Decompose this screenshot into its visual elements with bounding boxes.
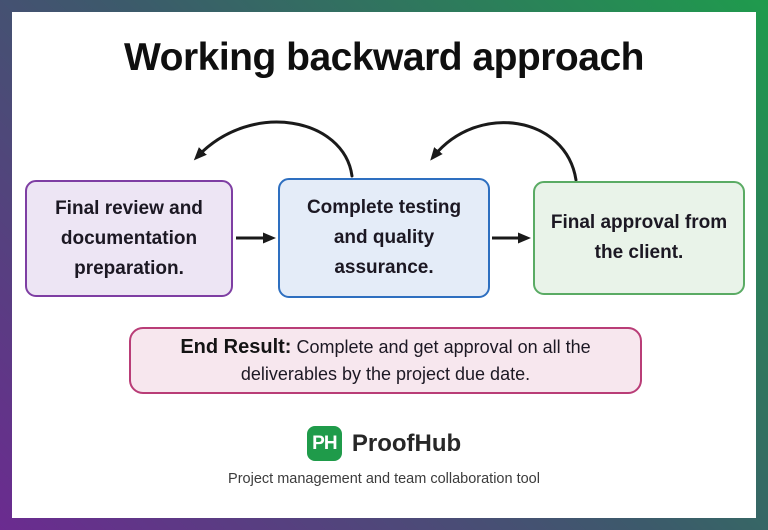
brand-tagline: Project management and team collaboratio… (228, 471, 540, 487)
proofhub-logo-icon: PH (306, 426, 342, 461)
brand-name: ProofHub (351, 429, 462, 457)
brand-row: PH ProofHub (12, 426, 756, 461)
page-title: Working backward approach (124, 36, 644, 79)
end-result-box: End Result: Complete and get approval on… (129, 327, 642, 394)
end-result-body: Complete and get approval on all the del… (240, 336, 591, 384)
step-box-complete-testing: Complete testing and quality assurance. (278, 178, 490, 298)
end-result-heading: End Result: (180, 335, 292, 358)
step-box-label: Final approval from the client. (550, 212, 728, 263)
step-box-final-approval: Final approval from the client. (533, 181, 745, 295)
step-box-final-review: Final review and documentation preparati… (25, 180, 233, 297)
backward-curved-arrow-2 (430, 121, 578, 182)
backward-curved-arrow-1 (193, 120, 354, 178)
proofhub-logo-letters: PH (312, 432, 337, 454)
end-result-text: End Result: Complete and get approval on… (131, 334, 640, 388)
step-box-label: Final review and documentation preparati… (55, 197, 203, 279)
step-box-label: Complete testing and quality assurance. (306, 197, 462, 278)
diagram-canvas: Working backward approach Final review a… (12, 12, 756, 518)
